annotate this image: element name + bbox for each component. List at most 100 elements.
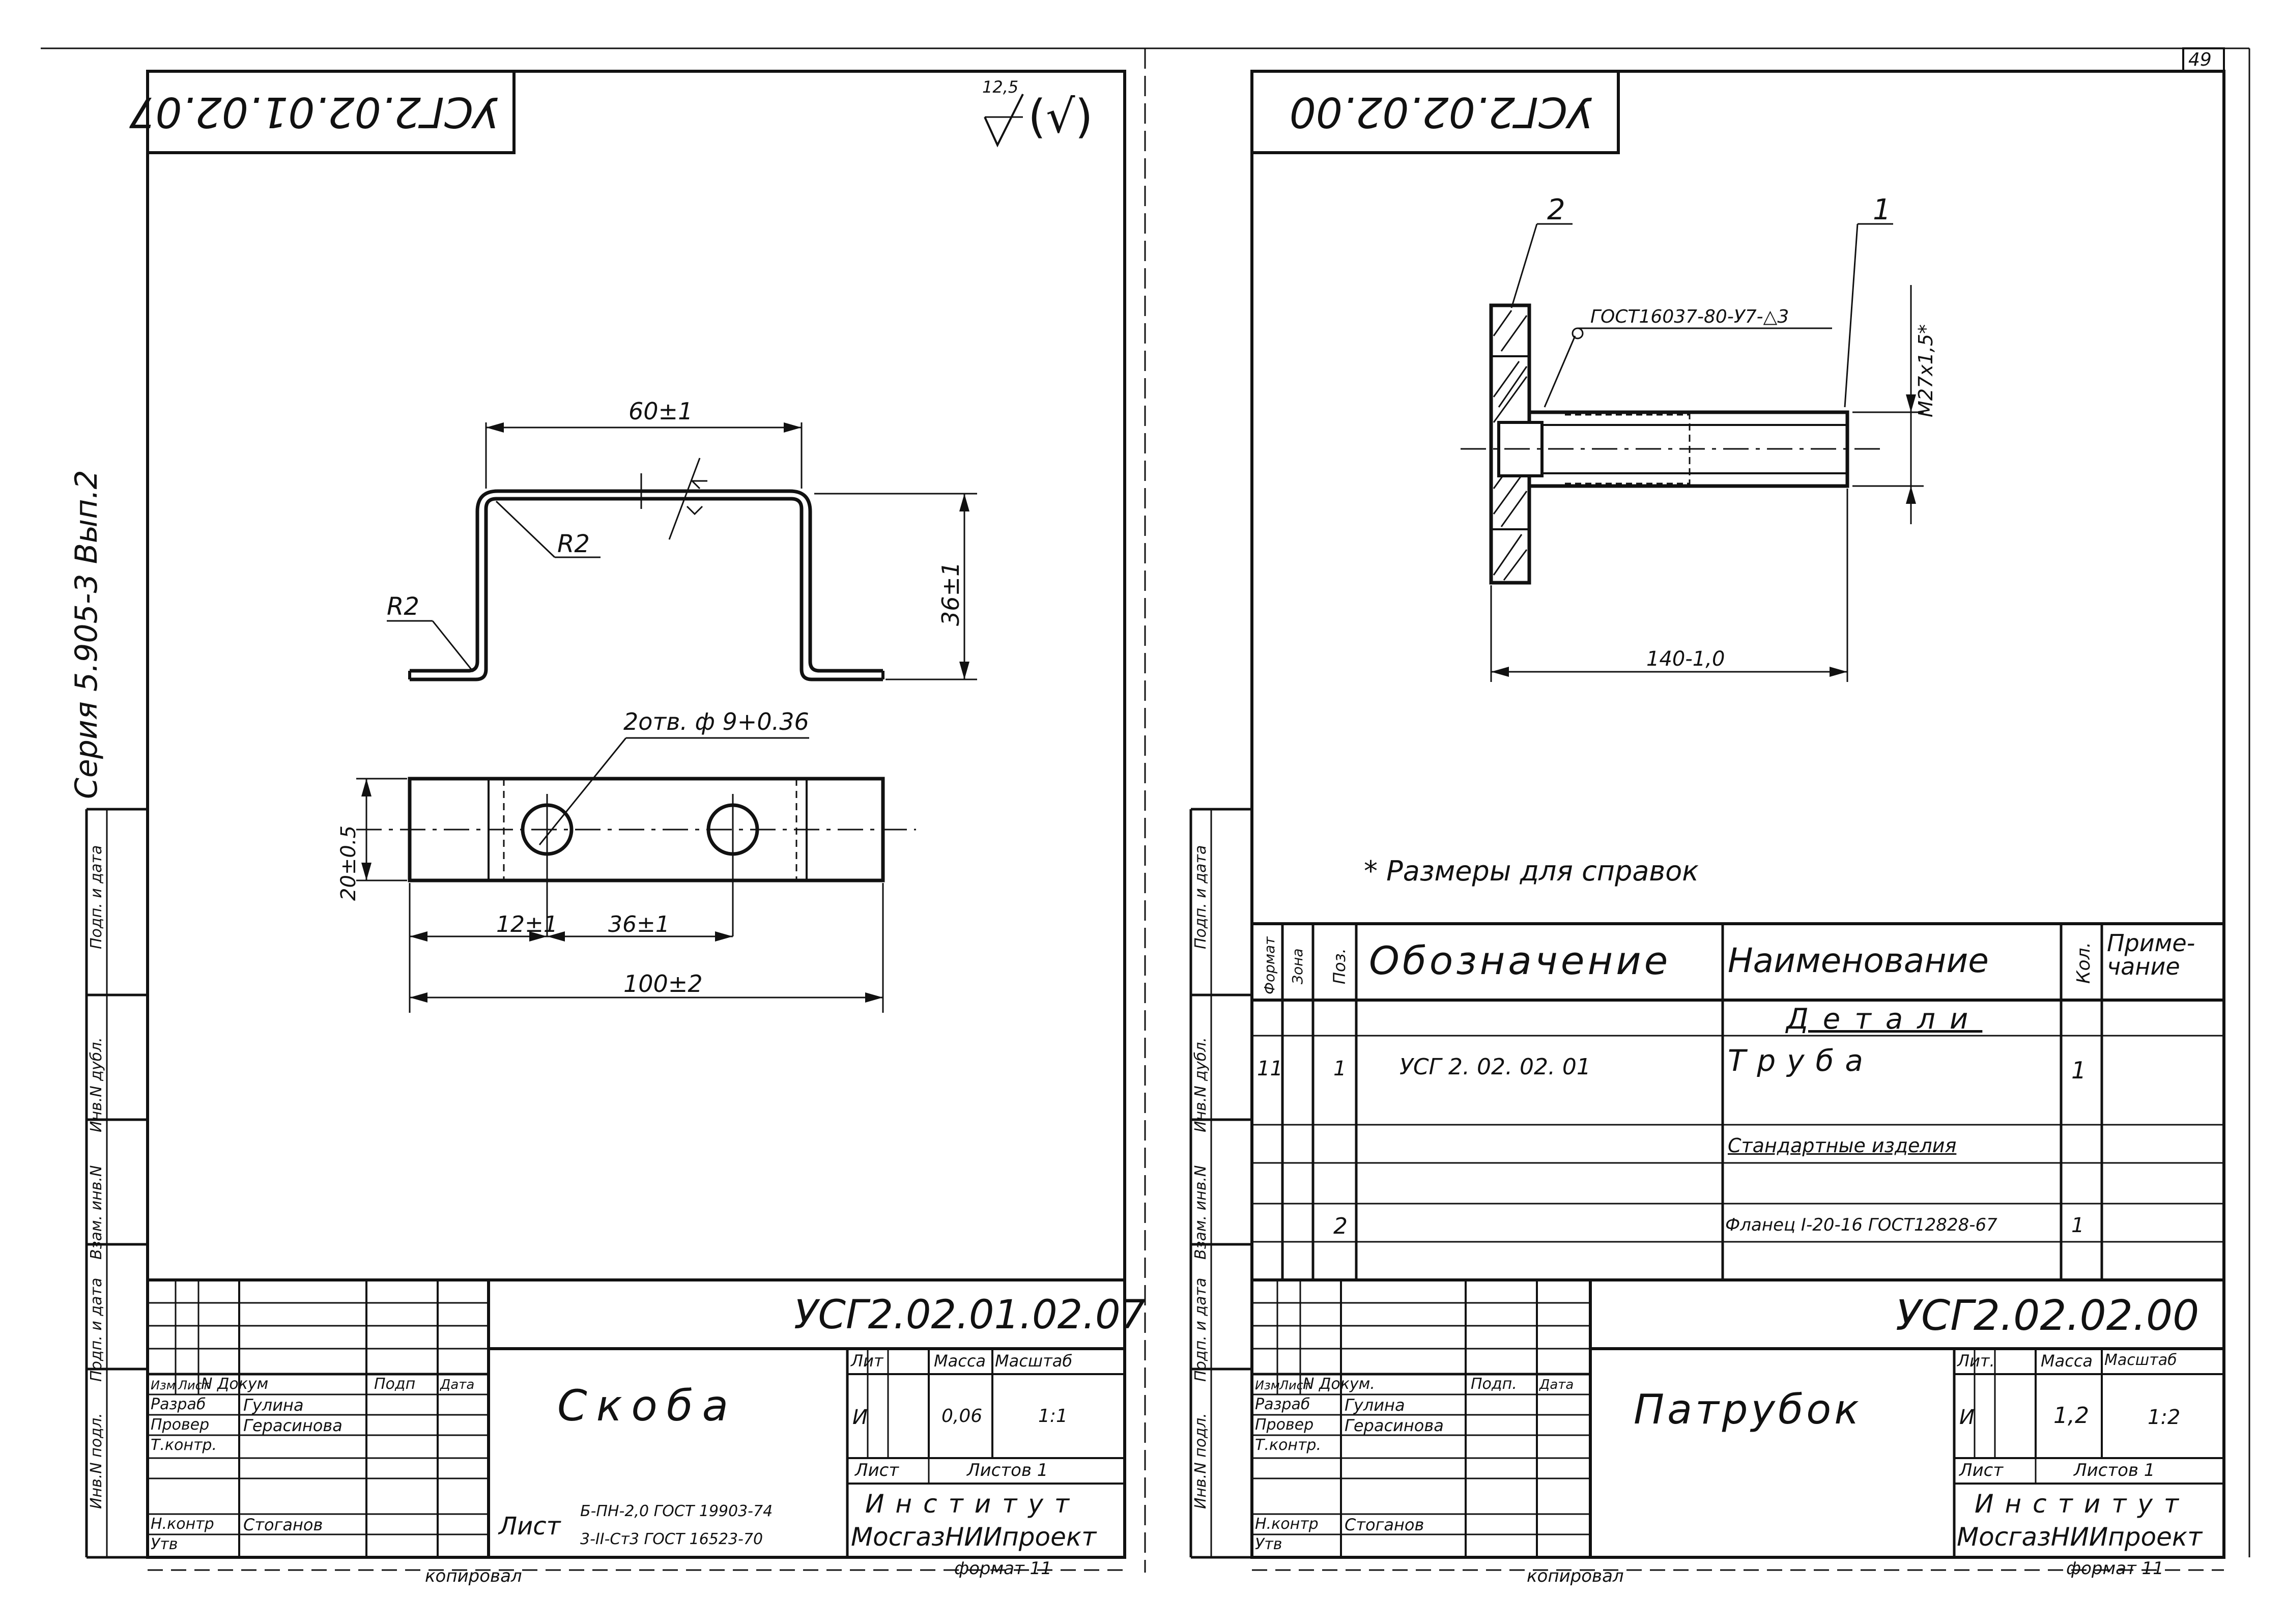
position-1: 1 [1873,193,1891,226]
tb-scale-value: 1:2 [2148,1406,2181,1429]
title-name: Патрубок [1634,1386,1862,1433]
spec-row1-qty: 1 [2071,1057,2087,1084]
dim-holes: 2отв. ф 9+0.36 [623,708,809,735]
tb-mass-label: Масса [934,1351,986,1371]
tb-mass-value: 1,2 [2053,1403,2089,1429]
tb-sheet-label: Лист [1959,1460,2004,1480]
tb-header-date: Дата [440,1377,475,1392]
dim-offset: 12±1 [496,911,558,937]
tb-org-line2: МосгазНИИпроект [1957,1522,2203,1552]
tb-role: Провер [1255,1416,1314,1434]
copied-label: копировал [1527,1566,1624,1586]
right-top-code: УСГ2.02.02.00 [1289,88,1593,136]
spec-row2-pos: 2 [1333,1213,1348,1239]
tb-role: Провер [151,1416,210,1434]
spec-row1-name: Труба [1728,1043,1874,1078]
tb-lit-value: И [1959,1406,1975,1429]
side-label: Подп. и дата [88,845,105,949]
tb-role: Разраб [1255,1395,1310,1413]
title-code: УСГ2.02.02.00 [1896,1292,2200,1340]
format-label: формат 11 [954,1558,1052,1579]
tb-header-sign: Подп [374,1375,416,1393]
tb-sheets-label: Листов 1 [967,1460,1048,1480]
spec-row1-designation: УСГ 2. 02. 02. 01 [1399,1054,1591,1080]
tb-org-line1: Институт [1975,1489,2190,1519]
dim-width-top: 60±1 [629,397,693,425]
dim-height: 36±1 [937,561,964,626]
side-label: Инв.N подл. [1192,1413,1210,1509]
tb-person: Стоганов [1345,1515,1424,1534]
tb-person: Стоганов [243,1515,323,1534]
spec-row1-format: 11 [1257,1057,1283,1080]
tb-header-list: Лист [178,1378,209,1392]
dim-spacing: 36±1 [608,911,670,937]
spec-row2-name: Фланец I-20-16 ГОСТ12828-67 [1725,1215,1997,1235]
tb-scale-value: 1:1 [1038,1406,1068,1427]
position-2: 2 [1547,193,1565,226]
page-number: 49 [2188,49,2212,70]
dim-length: 100±2 [623,970,703,998]
tb-lit-value: И [852,1406,868,1429]
spec-header-designation: Обозначение [1369,938,1671,983]
tb-role: Н.контр [1255,1515,1319,1533]
tb-header-list: Лист [1279,1378,1310,1392]
tb-material-line2: 3-II-Ст3 ГОСТ 16523-70 [580,1530,763,1548]
tb-person: Герасинова [243,1416,342,1435]
spec-header-note: Приме-чание [2107,929,2195,980]
tb-header-sign: Подп. [1471,1375,1517,1393]
spec-section-details: Детали [1786,1003,1983,1036]
tb-material-line1: Б-ПН-2,0 ГОСТ 19903-74 [580,1502,773,1520]
title-code: УСГ2.02.01.02.07 [794,1292,1146,1338]
roughness-value: 12,5 [982,77,1019,97]
roughness-paren: (√) [1028,90,1093,144]
side-label: Инв.N дубл. [88,1037,105,1132]
spec-row1-pos: 1 [1333,1057,1347,1080]
spec-header-pos: Поз. [1330,948,1349,984]
tb-mass-label: Масса [2041,1351,2093,1371]
thread-spec: М27х1,5* [1915,324,1937,417]
spec-header-name: Наименование [1728,941,1989,980]
tb-lit-label: Лит. [1957,1351,1995,1371]
side-label: Подп. и дата [1192,1277,1210,1382]
side-label: Подп. и дата [88,1277,105,1382]
side-label: Подп. и дата [1192,845,1210,949]
spec-header-format: Формат [1261,936,1278,994]
tb-scale-label: Масштаб [2104,1351,2177,1369]
tb-header-izm: Изм [1255,1378,1280,1392]
spec-header-qty: Кол. [2073,942,2094,984]
tb-role: Н.контр [151,1515,214,1533]
tb-sheet-label: Лист [855,1460,899,1480]
tb-org-line2: МосгазНИИпроект [851,1522,1097,1552]
tb-person: Гулина [1345,1395,1405,1415]
spec-header-zone: Зона [1289,948,1306,984]
reference-note: * Размеры для справок [1364,855,1699,887]
tb-role: Разраб [151,1395,206,1413]
series-label: Серия 5.905-3 Вып.2 [69,470,104,799]
tb-org-line1: Институт [865,1489,1081,1519]
dim-plate-height: 20±0.5 [337,825,360,901]
tb-scale-label: Масштаб [995,1351,1073,1371]
pipe-length: 140-1,0 [1646,647,1725,671]
tb-sheets-label: Листов 1 [2074,1460,2155,1480]
left-top-code: УСГ2.02.01.02.07 [129,88,499,136]
tb-mass-value: 0,06 [941,1406,983,1427]
tb-role: Утв [151,1535,178,1553]
tb-role: Т.контр. [151,1436,217,1454]
side-label: Взам. инв.N [88,1165,105,1260]
tb-role: Т.контр. [1255,1436,1322,1454]
spec-section-std: Стандартные изделия [1728,1134,1957,1157]
tb-header-doc: N Докум. [1303,1375,1375,1393]
tb-header-date: Дата [1539,1377,1574,1392]
tb-person: Герасинова [1345,1416,1444,1435]
tb-header-izm: Изм [151,1378,176,1392]
weld-spec: ГОСТ16037-80-У7-△3 [1590,306,1789,327]
tb-material-prefix: Лист [499,1512,561,1541]
tb-person: Гулина [243,1395,304,1415]
side-label: Инв.N дубл. [1192,1037,1210,1132]
dim-r-inner: R2 [557,530,590,558]
title-name: Скоба [557,1381,738,1431]
tb-header-doc: N Докум [201,1375,269,1393]
tb-lit-label: Лит [851,1351,883,1371]
side-label: Инв.N подл. [88,1413,105,1509]
